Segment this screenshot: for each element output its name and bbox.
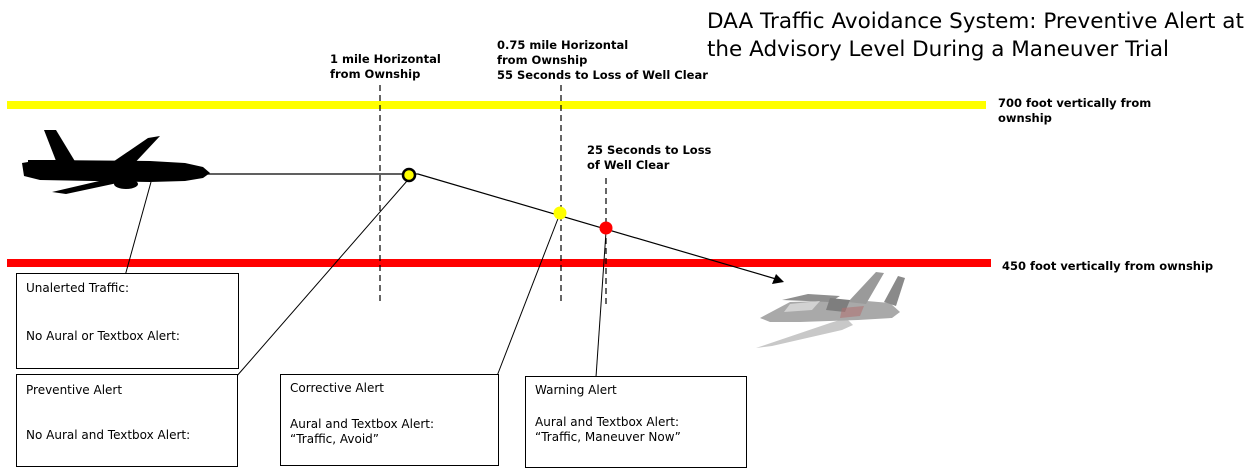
warning-dot [599, 221, 613, 235]
flight-path-arrowhead [772, 274, 784, 284]
unalerted-box-desc: No Aural or Textbox Alert: [26, 329, 180, 343]
lower-line-label: 450 foot vertically from ownship [1002, 259, 1214, 273]
preventive-box-desc: No Aural and Textbox Alert: [26, 428, 191, 442]
preventive-box-title: Preventive Alert [26, 383, 123, 397]
corrective-alert-box: Corrective Alert Aural and Textbox Alert… [280, 374, 499, 466]
warning-alert-box: Warning Alert Aural and Textbox Alert: “… [525, 376, 747, 468]
lower-altitude-line [7, 259, 991, 267]
warning-box-title: Warning Alert [535, 383, 617, 397]
twentyfive-sec-label: 25 Seconds to Loss of Well Clear [587, 143, 712, 172]
upper-altitude-line [7, 101, 986, 109]
upper-line-label: 700 foot vertically from ownship [998, 96, 1152, 125]
diagram-title: DAA Traffic Avoidance System: Preventive… [707, 9, 1244, 62]
preventive-leader-line [235, 180, 408, 378]
corrective-leader-line [496, 215, 560, 377]
warning-box-desc: Aural and Textbox Alert: “Traffic, Maneu… [535, 415, 681, 444]
preventive-alert-box: Preventive Alert No Aural and Textbox Al… [16, 374, 238, 467]
unalerted-traffic-box: Unalerted Traffic: No Aural or Textbox A… [16, 273, 239, 369]
corrective-box-desc: Aural and Textbox Alert: “Traffic, Avoid… [290, 417, 435, 446]
warning-leader-line [595, 231, 607, 378]
unalerted-leader-line [124, 181, 152, 277]
uav-drone-icon [756, 272, 905, 348]
point75-mile-label: 0.75 mile Horizontal from Ownship 55 Sec… [497, 38, 708, 82]
one-mile-label: 1 mile Horizontal from Ownship [330, 52, 441, 81]
airliner-silhouette-icon [22, 130, 210, 194]
unalerted-box-title: Unalerted Traffic: [26, 281, 130, 295]
corrective-dot [553, 206, 567, 220]
preventive-dot [401, 167, 417, 183]
corrective-box-title: Corrective Alert [290, 381, 384, 395]
